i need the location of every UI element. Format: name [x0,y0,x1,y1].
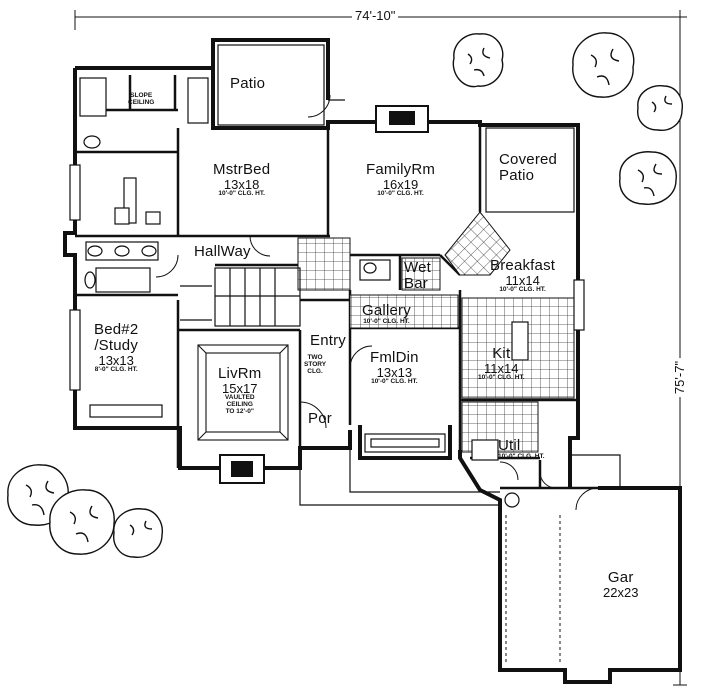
vaulted-note-line3: TO 12'-0" [225,408,254,416]
room-utility: Util 10'-0" CLG. HT. [498,438,545,461]
two-story-ceiling-note: TWO STORY CLG. [304,354,326,375]
ceiling-height-note: 10'-0" CLG. HT. [498,452,545,460]
fireplaces [219,105,429,484]
tree [619,151,677,205]
room-kitchen: Kit 11x14 10'-0" CLG. HT. [478,346,525,382]
room-patio: Patio [230,76,265,93]
ceiling-height-note: 8'-0" CLG. HT. [94,366,138,374]
room-name: Gar [607,569,634,586]
vaulted-ceiling-outline [197,344,289,441]
room-wet-bar: Wet Bar [404,260,431,292]
room-size: 13x13 [376,364,413,380]
landscape-trees [7,32,683,558]
room-covered-patio: Covered Patio [499,152,557,184]
room-breakfast: Breakfast 11x14 10'-0" CLG. HT. [490,258,555,294]
room-name: FmlDin [370,349,419,366]
room-size: 13x13 [98,352,134,368]
room-name: Util [498,437,521,454]
note-line: CEILING [128,99,155,107]
room-living-room: LivRm 15x17 VAULTED CEILING TO 12'-0" [218,366,262,416]
slope-ceiling-note: SLOPE CEILING [128,92,154,106]
room-garage: Gar 22x23 [603,570,638,599]
room-size: 15x17 [222,380,258,396]
overall-width-dimension: 74'-10" [352,8,399,23]
ceiling-height-note: 10'-0" CLG. HT. [371,378,418,386]
room-entry: Entry [310,333,346,350]
bathroom-fixtures [79,77,529,508]
room-hallway: HallWay [194,244,251,261]
room-size: 13x18 [223,176,260,192]
tree [452,33,504,88]
ceiling-height-note: 10'-0" CLG. HT. [377,190,424,198]
room-name: Entry [310,332,347,349]
hall-stairs [180,267,301,327]
room-size: 16x19 [382,176,419,192]
room-bedroom-2-study: Bed#2 /Study 13x13 8'-0" CLG. HT. [94,322,138,374]
room-name-line2: /Study [94,336,139,354]
garage-details [505,515,561,665]
room-name: Bed#2 [94,321,139,338]
room-name: MstrBed [213,161,271,178]
vaulted-note-line2: CEILING [226,401,253,409]
ceiling-height-note: 10'-0" CLG. HT. [218,190,265,198]
ceiling-height-note: 10'-0" CLG. HT. [478,374,525,382]
room-name: Covered [499,151,558,168]
note-line: SLOPE [130,92,153,99]
room-family-room: FamilyRm 16x19 10'-0" CLG. HT. [366,162,435,198]
tree [113,508,163,558]
note-line: CLG. [307,368,323,376]
room-size: 11x14 [484,360,519,376]
room-porch: Por [308,411,332,428]
overall-depth-dimension: 75'-7" [672,357,688,398]
room-name-line2: Bar [404,274,428,292]
vaulted-note-line1: VAULTED [224,394,255,402]
room-name: HallWay [194,243,251,260]
room-name: Gallery [362,302,411,319]
room-name: Patio [230,75,266,92]
room-name: Por [308,410,332,427]
ceiling-height-note: 10'-0" CLG. HT. [499,286,546,294]
room-master-bedroom: MstrBed 13x18 10'-0" CLG. HT. [213,162,270,198]
tree [572,32,635,98]
room-name-line2: Patio [499,166,535,184]
room-name: Kit [492,345,511,362]
patio-outlines [217,44,621,506]
note-line: STORY [304,361,327,369]
tree [637,85,683,131]
room-name: FamilyRm [366,161,436,178]
door-swings [155,94,599,511]
note-line: TWO [307,354,323,361]
room-name: Breakfast [490,257,556,274]
windows [69,164,585,453]
room-formal-dining: FmlDin 13x13 10'-0" CLG. HT. [370,350,419,386]
room-size: 22x23 [603,584,639,600]
room-name: Wet [404,259,431,276]
tree [49,489,115,555]
room-name: LivRm [218,365,262,382]
ceiling-height-note: 10'-0" CLG. HT. [363,317,410,325]
room-size: 11x14 [505,272,540,288]
room-gallery: Gallery 10'-0" CLG. HT. [362,303,411,326]
